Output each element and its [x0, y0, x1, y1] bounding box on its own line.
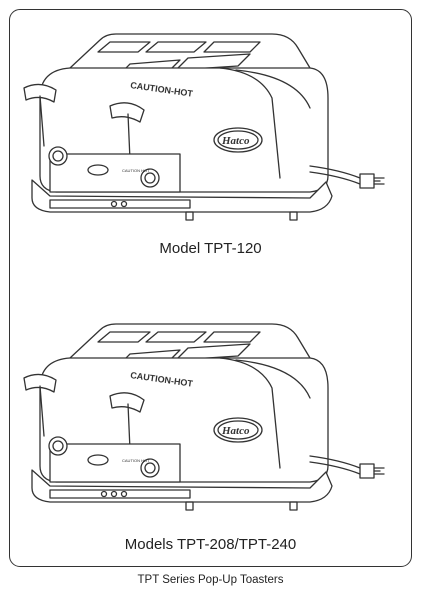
power-plug [359, 463, 375, 479]
left-knob [48, 436, 68, 456]
hatco-logo-text: Hatco [221, 425, 250, 437]
footer-caption: TPT Series Pop-Up Toasters [137, 574, 284, 586]
panel-caution-text: CAUTION HOT [122, 168, 150, 173]
hatco-logo-oval [213, 127, 263, 153]
left-knob [48, 146, 68, 166]
toaster-illustration-tpt-208-240: CAUTION-HOT Hatco CAUTION HOT [10, 318, 413, 528]
figure-caption-tpt-120: Model TPT-120 [159, 240, 262, 257]
figure-caption-tpt-208-240: Models TPT-208/TPT-240 [124, 536, 297, 553]
right-knob [140, 168, 160, 188]
hatco-logo-text: Hatco [221, 135, 250, 147]
illustration-frame: CAUTION-HOT Hatco CAUTION HOT [9, 9, 412, 567]
hatco-logo-oval [213, 417, 263, 443]
right-knob [140, 458, 160, 478]
power-plug [359, 173, 375, 189]
toaster-illustration-tpt-120: CAUTION-HOT Hatco CAUTION HOT [10, 28, 413, 238]
panel-caution-text: CAUTION HOT [122, 458, 150, 463]
